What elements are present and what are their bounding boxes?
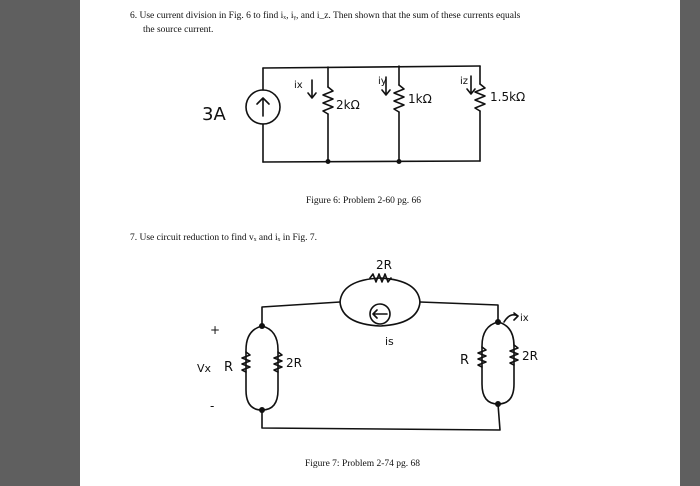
current-label-ix-right: ix [520, 313, 529, 324]
problem-7-text: 7. Use circuit reduction to find vₓ and … [130, 233, 318, 243]
current-label-iy: iy [378, 76, 387, 87]
figure-6-caption: Figure 6: Problem 2-60 pg. 66 [306, 196, 422, 206]
source-label: 3A [202, 104, 226, 125]
minus-sign: - [210, 399, 214, 413]
current-arrow-iy-icon [381, 76, 391, 96]
voltage-label-vx: Vx [197, 362, 212, 375]
problem-6-text-line1: 6. Use current division in Fig. 6 to fin… [130, 11, 521, 21]
plus-sign: + [210, 323, 220, 337]
right-resistor-label-r: R [460, 353, 469, 368]
left-arrow-icon [372, 309, 388, 319]
resistor-1-5k [474, 83, 486, 112]
current-arrow-ix-right-icon [503, 312, 519, 323]
left-resistor-r [241, 351, 251, 373]
current-label-ix: ix [294, 80, 303, 91]
right-resistor-label-2r: 2R [522, 349, 538, 363]
circuit-figures: 3A 2kΩ ix 1kΩ iy 1.5kΩ iz [197, 65, 538, 431]
right-resistor-r [477, 346, 487, 368]
problem-6-text-line2: the source current. [143, 25, 214, 35]
figure-7-caption: Figure 7: Problem 2-74 pg. 68 [305, 459, 421, 469]
current-source-circle-2 [369, 303, 391, 325]
top-resistor-2r [369, 273, 392, 283]
current-label-iz: iz [460, 76, 468, 87]
current-source-circle [245, 89, 281, 125]
right-resistor-2r [509, 344, 519, 366]
up-arrow-icon [256, 97, 270, 117]
document-page: 6. Use current division in Fig. 6 to fin… [80, 0, 680, 486]
resistor-1k [393, 84, 405, 113]
left-resistor-label-2r: 2R [286, 356, 302, 370]
resistor-label-1k: 1kΩ [408, 92, 432, 106]
resistor-2k [322, 86, 334, 115]
resistor-label-1-5k: 1.5kΩ [490, 90, 525, 104]
left-resistor-2r [273, 351, 283, 373]
left-resistor-label-r: R [224, 360, 233, 375]
source-label-is: is [385, 335, 394, 348]
figure-7-circuit: 2R is R 2R Vx + - R 2R ix [197, 258, 538, 431]
figure-6-circuit: 3A 2kΩ ix 1kΩ iy 1.5kΩ iz [202, 65, 525, 164]
current-arrow-ix-icon [307, 79, 317, 99]
current-arrow-iz-icon [466, 75, 476, 95]
resistor-label-2k: 2kΩ [336, 98, 360, 112]
top-resistor-label: 2R [376, 258, 392, 272]
